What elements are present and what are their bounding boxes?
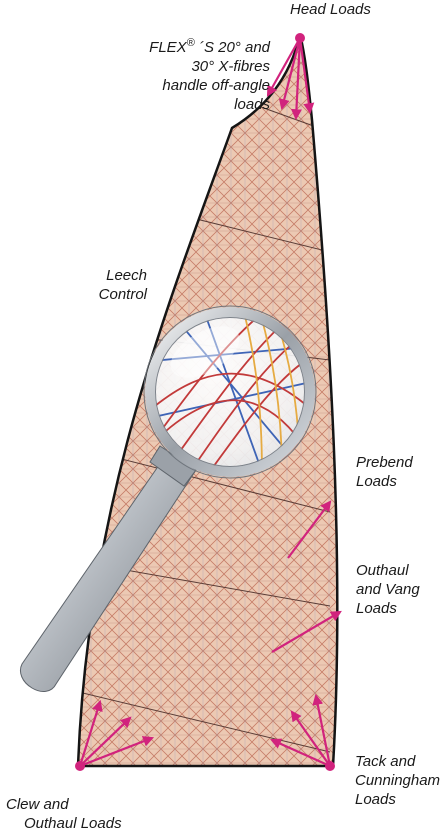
outhaul-vang-line-2: and Vang <box>356 580 420 599</box>
outhaul-vang-loads-label: Outhaul and Vang Loads <box>356 561 420 618</box>
flex-fibres-line-1: FLEX® ´S 20° and <box>95 38 270 57</box>
outhaul-vang-line-1: Outhaul <box>356 561 420 580</box>
tack-point-icon <box>325 761 335 771</box>
flex-fibres-label: FLEX® ´S 20° and 30° X-fibres handle off… <box>95 38 270 114</box>
tack-line-3: Loads <box>355 790 440 809</box>
outhaul-vang-line-3: Loads <box>356 599 420 618</box>
tack-line-1: Tack and <box>355 752 440 771</box>
prebend-loads-line-1: Prebend <box>356 453 413 472</box>
tack-cunningham-loads-label: Tack and Cunningham Loads <box>355 752 440 809</box>
leech-control-line-2: Control <box>60 285 147 304</box>
flex-fibres-line-3: handle off-angle <box>95 76 270 95</box>
head-loads-label: Head Loads <box>290 0 371 19</box>
prebend-loads-label: Prebend Loads <box>356 453 413 491</box>
leech-control-line-1: Leech <box>60 266 147 285</box>
clew-line-1: Clew and <box>6 795 122 814</box>
flex-fibres-line-2: 30° X-fibres <box>95 57 270 76</box>
tack-line-2: Cunningham <box>355 771 440 790</box>
clew-point-icon <box>75 761 85 771</box>
prebend-loads-line-2: Loads <box>356 472 413 491</box>
clew-outhaul-loads-label: Clew and Outhaul Loads <box>6 795 122 833</box>
flex-fibres-line-4: loads <box>95 95 270 114</box>
clew-line-2: Outhaul Loads <box>6 814 122 833</box>
head-point-icon <box>295 33 305 43</box>
leech-control-label: Leech Control <box>60 266 147 304</box>
